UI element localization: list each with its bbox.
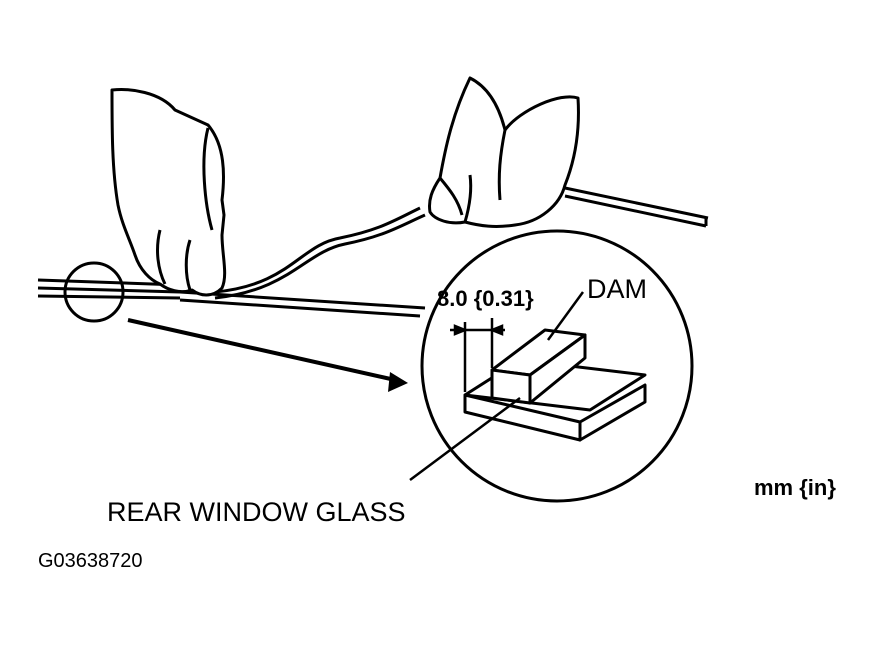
dam-block <box>490 328 587 405</box>
cutting-wire <box>214 206 426 300</box>
left-hand <box>110 88 227 297</box>
glass-leader-line <box>409 396 521 482</box>
wire-handle <box>564 186 709 228</box>
dimension-marks <box>450 318 505 392</box>
rear-window-glass-label: REAR WINDOW GLASS <box>107 497 406 527</box>
units-label: mm {in} <box>754 475 836 500</box>
detail-arrow <box>127 318 408 392</box>
dam-leader-line <box>546 291 585 341</box>
right-hand <box>428 76 580 228</box>
figure-code-label: G03638720 <box>38 550 143 572</box>
dimension-label: 8.0 {0.31} <box>437 286 534 311</box>
detail-magnified-circle <box>420 229 694 503</box>
glass-edge-lines <box>37 278 426 318</box>
dam-label: DAM <box>587 274 647 304</box>
detail-callout-circle <box>63 261 125 323</box>
